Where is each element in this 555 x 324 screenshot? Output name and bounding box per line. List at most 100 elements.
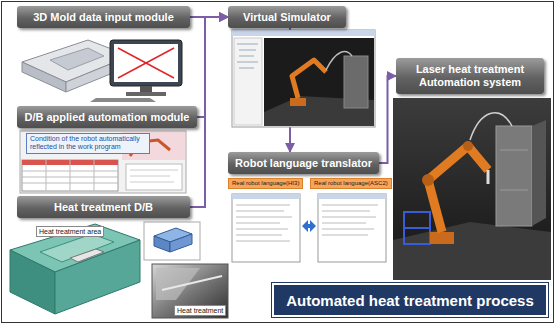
code-tag: Real robot language(HI3): [228, 178, 303, 189]
figure-title: Automated heat treatment process: [272, 283, 548, 317]
mold-computer-picture-part: [50, 48, 104, 70]
heat-treatment-mold-part: [70, 249, 104, 262]
automation-screenshot-part: [130, 176, 170, 177]
automation-screenshot-part: [20, 131, 186, 193]
code-tag: Real robot language(ASC2): [310, 178, 392, 189]
heat-treatment-inset-part: [144, 222, 200, 260]
automation-screenshot-part: [22, 160, 118, 191]
simulator-screenshot-part: [292, 60, 326, 98]
node-text: Robot language translator: [235, 157, 372, 170]
heat-treatment-inset-part: [170, 234, 192, 252]
node-text: Real robot language(ASC2): [314, 180, 388, 186]
laser-system-scene-part: [422, 174, 434, 186]
heat-treatment-photo-part: [152, 264, 228, 318]
simulator-screenshot-part: [264, 38, 374, 126]
simulator-screenshot-part: [237, 44, 258, 45]
simulator-screenshot-part: [232, 30, 375, 36]
laser-system-scene-part: [393, 98, 551, 280]
robot-code-screenshots-part: [236, 241, 290, 242]
robot-code-screenshots: [232, 194, 386, 262]
simulator-screenshot: [232, 30, 375, 127]
mold-computer-picture-part: [90, 98, 156, 102]
robot-code-screenshots-part: [322, 205, 378, 206]
simulator-screenshot-part: [232, 30, 375, 127]
callout-box: Condition of the robot automatically ref…: [26, 133, 150, 154]
flow-arrow: [197, 17, 228, 117]
laser-system-scene-part: [470, 113, 512, 140]
heat-treatment-photo-part: [156, 268, 200, 300]
robot-code-screenshots-part: [322, 235, 368, 236]
mold-computer-picture-part: [110, 40, 182, 86]
laser-system-scene-part: [404, 227, 430, 229]
automation-screenshot-part: [130, 170, 178, 171]
mold-computer-picture-part: [22, 62, 66, 92]
simulator-screenshot-part: [239, 68, 254, 69]
laser-system-scene-part: [500, 150, 528, 151]
robot-code-screenshots-part: [236, 205, 290, 206]
mold-computer-picture-part: [118, 48, 174, 78]
node-text: Virtual Simulator: [243, 11, 331, 24]
node-text: Condition of the robot automatically ref…: [30, 135, 140, 150]
heat-treatment-mold-part: [10, 250, 55, 314]
laser-system-scene-part: [393, 222, 551, 280]
automation-screenshot-part: [130, 182, 174, 183]
node-text: Real robot language(HI3): [232, 180, 299, 186]
heat-treatment-inset: [144, 222, 200, 260]
simulator-screenshot-part: [344, 56, 368, 108]
mold-computer-picture: [22, 40, 182, 102]
robot-code-screenshots-part: [236, 223, 280, 224]
robot-code-screenshots-part: [236, 211, 284, 212]
heat-treatment-mold: [10, 224, 140, 314]
simulator-screenshot-part: [237, 62, 258, 63]
robot-code-screenshots-part: [236, 235, 282, 236]
node-text: Heat treatment D/B: [54, 201, 153, 214]
robot-code-screenshots-part: [322, 211, 370, 212]
picture-label: Heat treatment area: [36, 226, 104, 237]
laser-system-scene-part: [500, 190, 528, 191]
robot-code-screenshots-part: [236, 229, 288, 230]
heat-treatment-inset-part: [154, 236, 170, 252]
module-header: Heat treatment D/B: [17, 196, 190, 218]
simulator-screenshot-part: [239, 50, 256, 51]
laser-system-scene-part: [404, 212, 430, 244]
node-text: 3D Mold data input module: [33, 11, 174, 24]
robot-code-screenshots-part: [232, 194, 300, 262]
mold-computer-picture-part: [140, 86, 152, 92]
automation-screenshot: [20, 131, 186, 193]
module-header: D/B applied automation module: [17, 106, 197, 128]
laser-system-scene-part: [463, 141, 473, 151]
module-header: 3D Mold data input module: [17, 6, 190, 28]
module-header: Virtual Simulator: [228, 6, 346, 28]
robot-code-screenshots-part: [318, 194, 386, 262]
node-text: D/B applied automation module: [24, 111, 189, 124]
robot-code-screenshots-part: [322, 223, 366, 224]
robot-code-screenshots-part: [232, 194, 300, 199]
automation-screenshot-part: [126, 164, 182, 190]
laser-system-scene-part: [430, 232, 454, 244]
robot-code-screenshots-part: [302, 220, 316, 232]
mold-computer-picture-part: [118, 48, 174, 78]
robot-code-screenshots-part: [236, 217, 292, 218]
module-header: Robot language translator: [228, 152, 379, 174]
laser-system-scene-part: [428, 146, 488, 232]
module-header: Laser heat treatment Automation system: [396, 58, 544, 94]
picture-label: Heat treatment: [174, 305, 226, 316]
mold-computer-picture-part: [114, 44, 178, 82]
laser-system-scene-part: [496, 126, 532, 226]
robot-code-screenshots-part: [322, 229, 374, 230]
simulator-screenshot-part: [326, 52, 352, 70]
heat-treatment-photo-part: [162, 276, 222, 290]
heat-treatment-photo: [152, 264, 228, 318]
node-text: Laser heat treatment Automation system: [402, 63, 538, 88]
automation-screenshot-part: [46, 160, 47, 191]
simulator-screenshot-part: [234, 38, 262, 125]
robot-code-screenshots-part: [318, 194, 386, 199]
laser-system-scene-part: [487, 170, 490, 184]
simulator-screenshot-part: [290, 98, 306, 106]
simulator-screenshot-part: [239, 56, 254, 57]
automation-screenshot-part: [70, 160, 71, 191]
laser-system-scene: [393, 98, 551, 280]
mold-computer-picture-part: [126, 92, 166, 96]
laser-system-scene-part: [532, 120, 546, 226]
